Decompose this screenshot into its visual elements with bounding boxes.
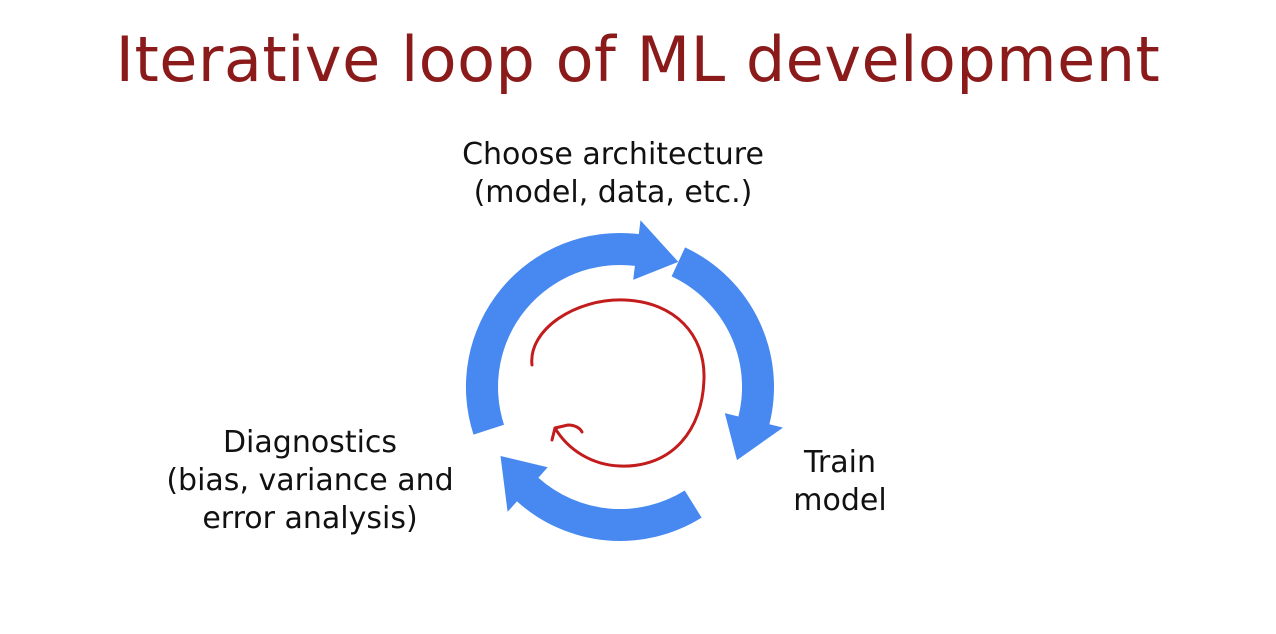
step-train-model: Train model bbox=[770, 444, 910, 520]
step-diagnostics-title: Diagnostics bbox=[222, 425, 398, 460]
step-diagnostics-detail-2: error analysis) bbox=[202, 501, 418, 536]
step-choose-detail: (model, data, etc.) bbox=[473, 175, 753, 210]
step-diagnostics: Diagnostics (bias, variance and error an… bbox=[140, 424, 480, 538]
arrow-arc-choose-to-train bbox=[671, 247, 783, 461]
step-train-title: Train bbox=[804, 445, 876, 480]
iteration-loop-arrow bbox=[530, 298, 706, 468]
step-train-detail: model bbox=[793, 483, 887, 518]
arrow-arc-diagnostics-to-choose bbox=[465, 220, 679, 435]
slide-title: Iterative loop of ML development bbox=[115, 23, 1161, 96]
arrow-arc-train-to-diagnostics bbox=[500, 456, 702, 541]
step-choose-title: Choose architecture bbox=[462, 137, 764, 172]
step-choose-architecture: Choose architecture (model, data, etc.) bbox=[433, 136, 793, 212]
step-diagnostics-detail-1: (bias, variance and bbox=[166, 463, 454, 498]
